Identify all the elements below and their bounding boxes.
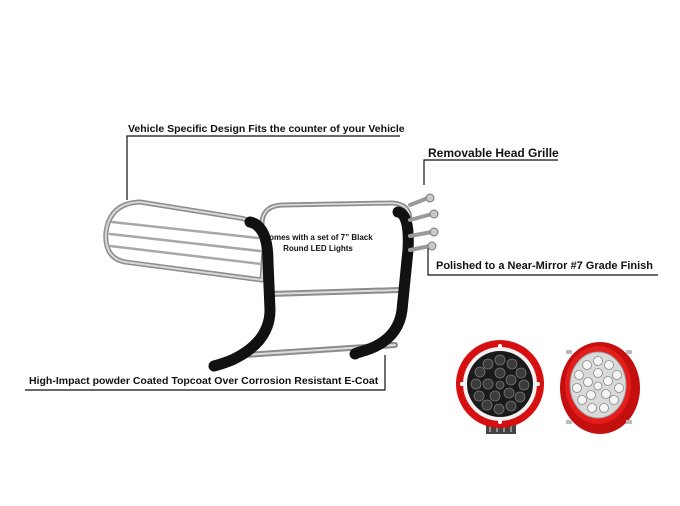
grille-guard-illustration (103, 193, 439, 372)
callout-vehicle-design: Vehicle Specific Design Fits the counter… (128, 123, 405, 135)
callout-polish-finish: Polished to a Near-Mirror #7 Grade Finis… (436, 260, 653, 272)
led-light-black-lens (456, 340, 544, 434)
callout-coating: High-Impact powder Coated Topcoat Over C… (29, 375, 379, 387)
callout-led-lights: Comes with a set of 7” Black Round LED L… (263, 233, 373, 253)
led-light-clear-lens (560, 342, 640, 434)
callout-head-grille: Removable Head Grille (428, 146, 559, 160)
callout-lines (25, 135, 658, 391)
